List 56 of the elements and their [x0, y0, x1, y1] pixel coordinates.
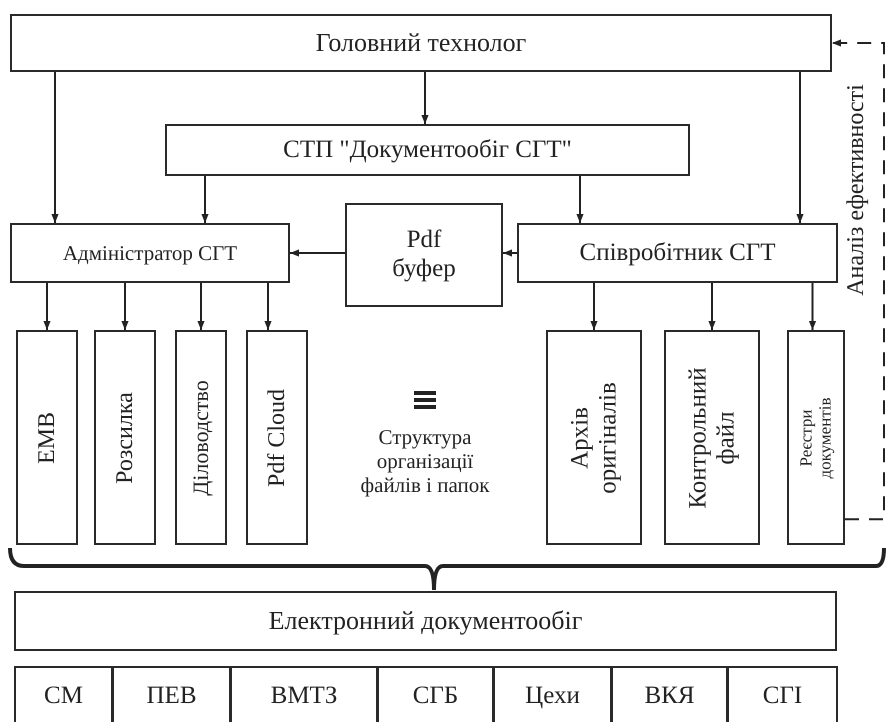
arrow	[121, 283, 129, 330]
box-label: Розсилка	[112, 390, 138, 486]
box-label: Співробітник СГТ	[578, 238, 776, 268]
process-box	[546, 330, 642, 545]
arrow	[708, 283, 716, 330]
arrow	[43, 283, 51, 330]
arrow	[808, 283, 816, 330]
arrow	[503, 249, 517, 257]
arrow	[201, 176, 209, 223]
process-box	[10, 223, 290, 283]
arrow	[590, 283, 598, 330]
process-box	[230, 666, 378, 722]
process-box	[175, 330, 227, 545]
process-box	[611, 666, 728, 722]
process-box	[16, 330, 78, 545]
arrow	[290, 249, 345, 257]
box-label: Головний технолог	[314, 28, 528, 58]
structure-note: Структура організації файлів і папок	[360, 425, 490, 498]
process-box	[517, 223, 838, 283]
process-box	[94, 330, 156, 545]
box-label: ЕМВ	[34, 410, 60, 466]
box-label: Електронний документообіг	[268, 606, 584, 636]
process-box	[165, 124, 690, 176]
arrow	[421, 72, 429, 124]
box-label: СГІ	[762, 682, 804, 710]
box-label: Реєстри документів	[797, 396, 835, 480]
process-box	[664, 330, 760, 545]
box-label: СГБ	[412, 682, 460, 710]
box-label: ВКЯ	[643, 682, 696, 710]
arrow	[51, 72, 59, 223]
arrow	[796, 72, 804, 223]
box-label: Адміністратор СГТ	[62, 240, 238, 266]
process-box	[10, 14, 832, 72]
box-label: СМ	[43, 682, 84, 710]
box-label: ВМТЗ	[270, 682, 338, 710]
box-label: Архів оригіналів	[566, 380, 622, 496]
process-box	[112, 666, 231, 722]
arrow	[576, 176, 584, 223]
box-label: СТП "Документообіг СГТ"	[282, 136, 573, 164]
process-box	[246, 330, 308, 545]
process-box	[345, 203, 503, 307]
box-label: Цехи	[524, 682, 581, 710]
process-box	[14, 666, 113, 722]
box-label: ПЕВ	[146, 682, 198, 710]
box-label: Pdf Cloud	[264, 388, 290, 489]
process-box	[727, 666, 838, 722]
arrow	[197, 283, 205, 330]
box-label: Pdf буфер	[391, 226, 457, 284]
process-box	[377, 666, 494, 722]
process-box	[787, 330, 845, 545]
arrow	[832, 39, 885, 520]
arrow	[264, 283, 272, 330]
process-box	[14, 591, 837, 651]
process-box	[493, 666, 612, 722]
box-label: Діловодство	[188, 378, 214, 498]
box-label: Контрольний файл	[684, 366, 740, 510]
